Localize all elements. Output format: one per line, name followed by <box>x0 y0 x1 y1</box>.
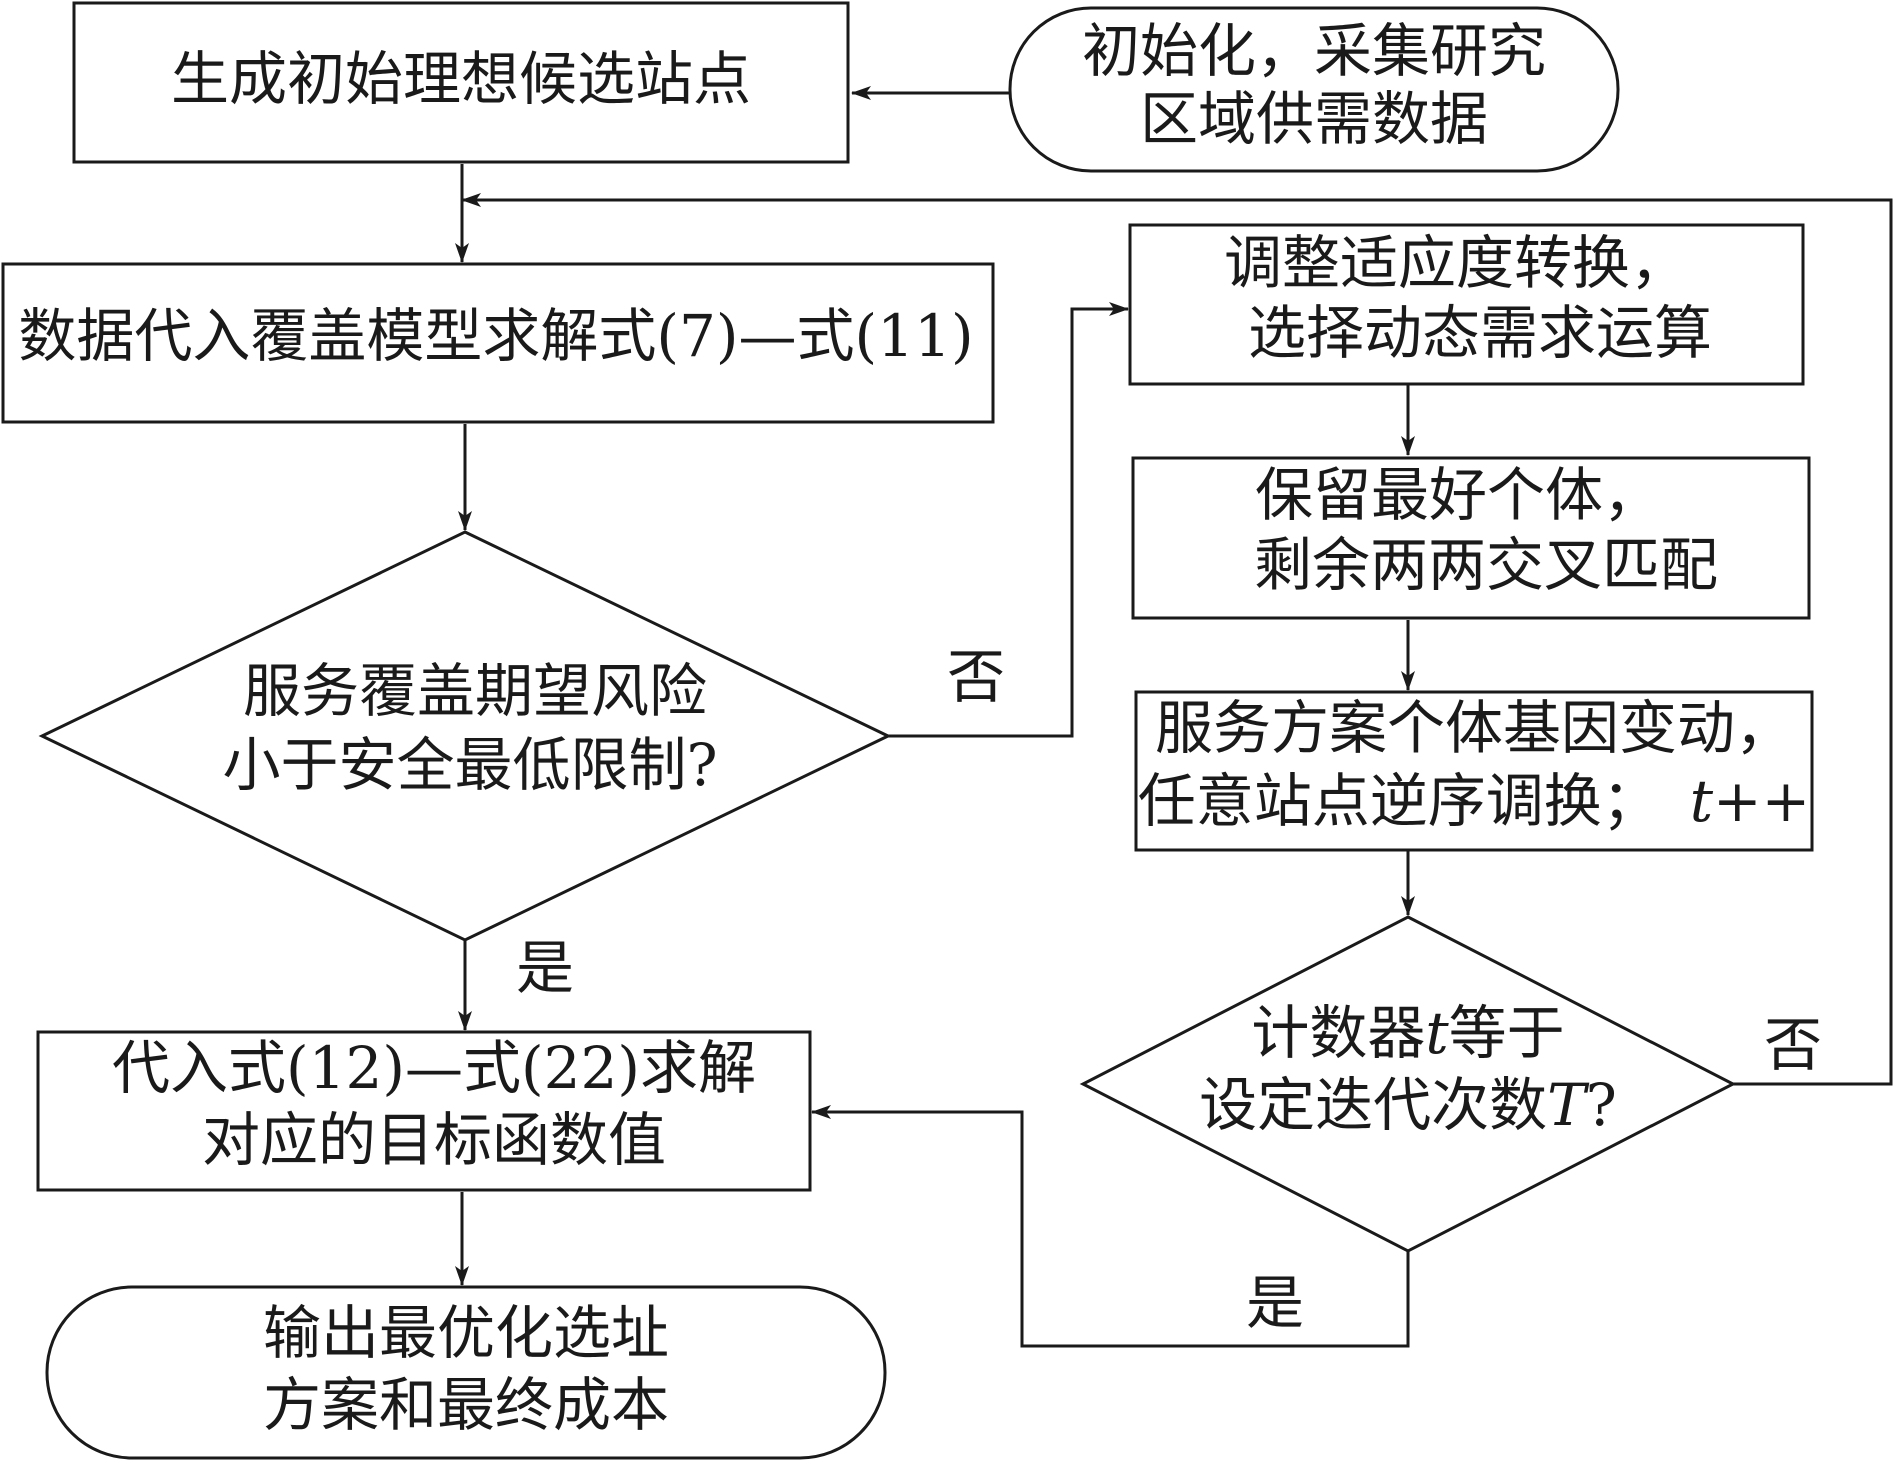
node-decision-counter-line1-var: t <box>1425 999 1449 1067</box>
node-decision-counter-line2: 设定迭代次数T? <box>1199 1071 1617 1139</box>
node-init-line2: 区域供需数据 <box>1140 85 1488 153</box>
node-init-line1: 初始化，采集研究 <box>1082 17 1546 85</box>
node-mutate-line1: 服务方案个体基因变动， <box>1155 694 1793 762</box>
node-mutate-line2: 任意站点逆序调换； t++ <box>1138 767 1811 835</box>
node-keep-best-line2: 剩余两两交叉匹配 <box>1254 531 1718 599</box>
node-solve-cover: 数据代入覆盖模型求解式(7)—式(11) <box>1 262 995 424</box>
arrow-risk-no-to-adjust <box>888 302 1129 738</box>
node-mutate-line2-var: t++ <box>1690 767 1811 835</box>
node-adjust: 调整适应度转换， 选择动态需求运算 <box>1128 223 1805 386</box>
node-adjust-line2: 选择动态需求运算 <box>1248 299 1712 367</box>
node-output: 输出最优化选址 方案和最终成本 <box>45 1285 887 1460</box>
node-objective-line2: 对应的目标函数值 <box>202 1106 666 1174</box>
label-counter-yes: 是 <box>1246 1269 1304 1337</box>
node-adjust-line1: 调整适应度转换， <box>1224 229 1688 297</box>
node-keep-best-line1: 保留最好个体， <box>1255 461 1661 529</box>
node-keep-best: 保留最好个体， 剩余两两交叉匹配 <box>1131 456 1811 620</box>
node-decision-risk-line1: 服务覆盖期望风险 <box>243 657 707 725</box>
node-generate: 生成初始理想候选站点 <box>72 1 850 164</box>
node-generate-label: 生成初始理想候选站点 <box>171 45 751 113</box>
node-decision-counter-line1-suffix: 等于 <box>1449 999 1565 1067</box>
node-decision-counter-line2-suffix: ? <box>1586 1071 1617 1139</box>
node-mutate-line2-prefix: 任意站点逆序调换； <box>1138 767 1660 835</box>
node-decision-counter-line2-var: T <box>1547 1071 1590 1139</box>
node-decision-counter: 计数器t等于 设定迭代次数T? <box>1079 915 1737 1253</box>
node-init: 初始化，采集研究 区域供需数据 <box>1008 6 1620 173</box>
node-objective: 代入式(12)—式(22)求解 对应的目标函数值 <box>36 1030 812 1192</box>
node-objective-line1: 代入式(12)—式(22)求解 <box>112 1034 756 1102</box>
label-counter-no: 否 <box>1764 1011 1822 1079</box>
node-output-line2: 方案和最终成本 <box>263 1371 669 1439</box>
node-decision-counter-line1: 计数器t等于 <box>1251 999 1564 1067</box>
node-output-line1: 输出最优化选址 <box>263 1299 669 1367</box>
node-decision-risk: 服务覆盖期望风险 小于安全最低限制? <box>38 530 892 942</box>
connectors <box>455 86 1893 1348</box>
node-mutate: 服务方案个体基因变动， 任意站点逆序调换； t++ <box>1134 690 1814 852</box>
label-risk-yes: 是 <box>516 934 574 1002</box>
node-decision-risk-line2: 小于安全最低限制? <box>222 731 717 799</box>
node-decision-counter-line1-prefix: 计数器 <box>1251 999 1425 1067</box>
label-risk-no: 否 <box>947 643 1005 711</box>
arrow-counter-yes-to-objective <box>811 1105 1410 1348</box>
node-decision-counter-line2-prefix: 设定迭代次数 <box>1199 1071 1547 1139</box>
node-solve-cover-label: 数据代入覆盖模型求解式(7)—式(11) <box>18 302 973 370</box>
arrow-counter-no-loop <box>461 193 1893 1086</box>
